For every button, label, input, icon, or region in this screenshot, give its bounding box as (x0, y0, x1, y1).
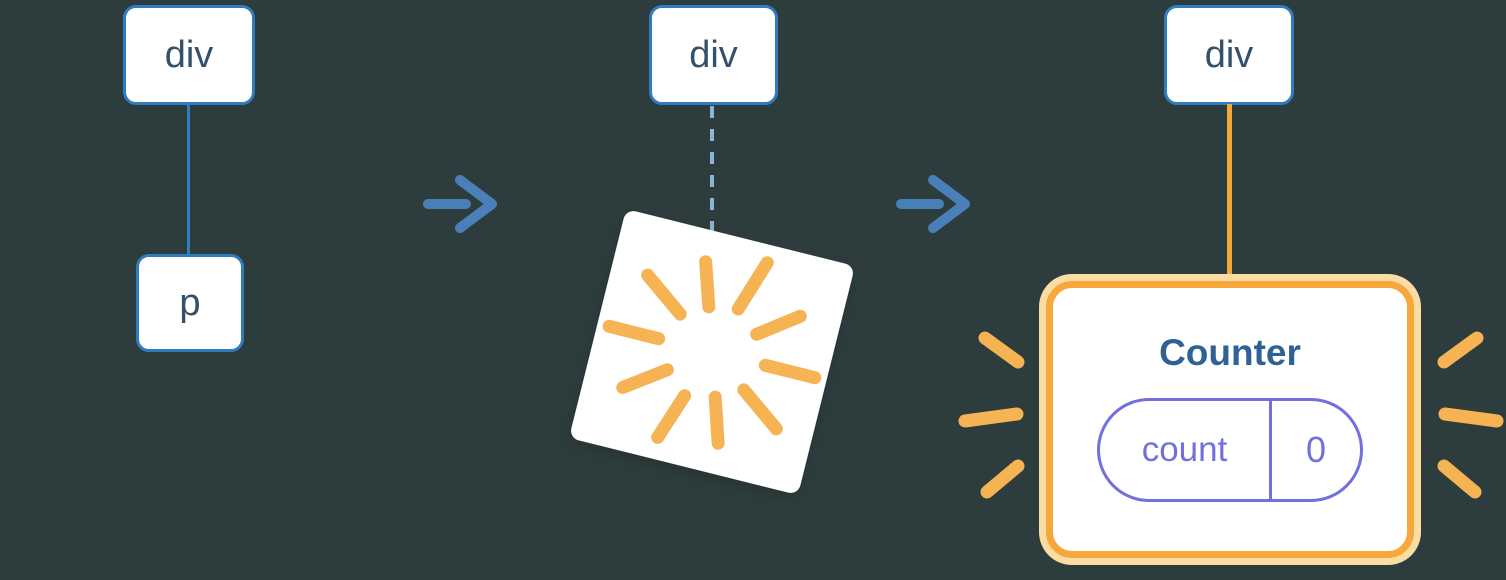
state-pill: count 0 (1097, 398, 1363, 502)
tree-edge-active (1227, 104, 1232, 288)
node-label: div (164, 33, 214, 76)
counter-component: Counter count 0 (1046, 281, 1414, 558)
removed-node-poof (568, 208, 856, 496)
dom-node-div: div (1164, 5, 1294, 105)
arrow-right-icon (423, 175, 497, 233)
highlight-sparks-left-icon (958, 331, 1025, 499)
highlight-sparks-right-icon (1437, 331, 1504, 499)
state-value: 0 (1305, 429, 1327, 470)
dom-node-div: div (649, 5, 778, 105)
state-key: count (1141, 430, 1228, 469)
arrow-right-icon (896, 175, 970, 233)
node-label: div (1204, 33, 1254, 76)
node-label: div (689, 33, 738, 76)
state-divider (1269, 401, 1272, 499)
dom-node-div: div (123, 5, 255, 105)
detached-edge (710, 106, 714, 238)
component-name: Counter (1159, 332, 1301, 373)
dom-node-p: p (136, 254, 244, 352)
poof-burst-icon (602, 255, 822, 450)
node-label: p (179, 281, 201, 324)
tree-edge (187, 104, 190, 256)
